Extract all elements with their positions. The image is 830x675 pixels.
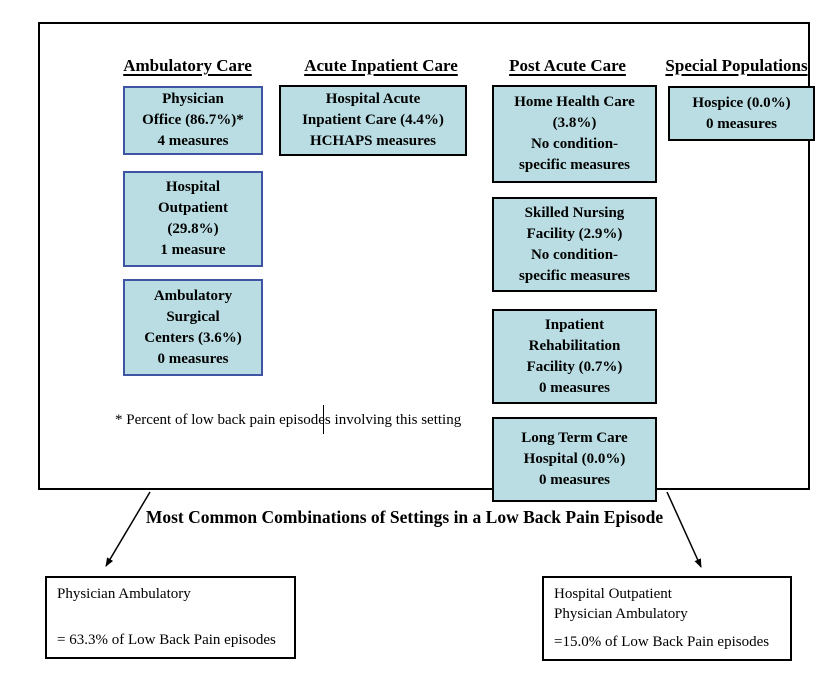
setting-box-inpatient-rehabilitation-facility: Inpatient Rehabilitation Facility (0.7%)… xyxy=(492,309,657,404)
combination-right-stat: =15.0% of Low Back Pain episodes xyxy=(554,634,770,650)
arrow-to-right-combination xyxy=(666,491,702,568)
combination-box-right: Hospital Outpatient Physician Ambulatory… xyxy=(542,576,792,661)
setting-box-long-term-care-hospital: Long Term Care Hospital (0.0%) 0 measure… xyxy=(492,417,657,502)
combination-left-settings: Physician Ambulatory xyxy=(57,586,191,602)
text-cursor-artifact xyxy=(323,405,324,434)
footnote: * Percent of low back pain episodes invo… xyxy=(115,412,462,428)
column-header-post-acute-care: Post Acute Care xyxy=(509,56,626,75)
setting-box-hospital-outpatient-text: Hospital Outpatient (29.8%) 1 measure xyxy=(157,179,228,258)
setting-box-skilled-nursing-facility-text: Skilled Nursing Facility (2.9%) No condi… xyxy=(519,204,630,284)
combination-box-left: Physician Ambulatory = 63.3% of Low Back… xyxy=(45,576,296,659)
setting-box-hospice: Hospice (0.0%) 0 measures xyxy=(668,86,815,141)
setting-box-skilled-nursing-facility: Skilled Nursing Facility (2.9%) No condi… xyxy=(492,197,657,292)
setting-box-physician-office-text: Physician Office (86.7%)* 4 measures xyxy=(142,91,244,149)
setting-box-home-health-care: Home Health Care (3.8%) No condition- sp… xyxy=(492,85,657,183)
setting-box-long-term-care-hospital-text: Long Term Care Hospital (0.0%) 0 measure… xyxy=(521,430,628,488)
arrow-to-left-combination xyxy=(105,491,151,567)
setting-box-ambulatory-surgical-centers-text: Ambulatory Surgical Centers (3.6%) 0 mea… xyxy=(144,287,242,367)
setting-box-physician-office: Physician Office (86.7%)* 4 measures xyxy=(123,86,263,155)
setting-box-hospital-acute-inpatient: Hospital Acute Inpatient Care (4.4%) HCH… xyxy=(279,85,467,156)
combination-left-stat: = 63.3% of Low Back Pain episodes xyxy=(57,632,276,648)
column-header-acute-inpatient-care: Acute Inpatient Care xyxy=(304,56,458,75)
setting-box-ambulatory-surgical-centers: Ambulatory Surgical Centers (3.6%) 0 mea… xyxy=(123,279,263,376)
combinations-title: Most Common Combinations of Settings in … xyxy=(145,507,664,527)
setting-box-inpatient-rehabilitation-facility-text: Inpatient Rehabilitation Facility (0.7%)… xyxy=(526,316,623,396)
setting-box-hospital-acute-inpatient-text: Hospital Acute Inpatient Care (4.4%) HCH… xyxy=(302,91,444,149)
setting-box-hospital-outpatient: Hospital Outpatient (29.8%) 1 measure xyxy=(123,171,263,267)
column-header-ambulatory-care: Ambulatory Care xyxy=(123,56,252,75)
setting-box-hospice-text: Hospice (0.0%) 0 measures xyxy=(692,94,791,132)
column-header-special-populations: Special Populations xyxy=(665,56,808,75)
setting-box-home-health-care-text: Home Health Care (3.8%) No condition- sp… xyxy=(514,94,635,173)
combination-right-settings: Hospital Outpatient Physician Ambulatory xyxy=(554,586,688,622)
care-settings-panel: Ambulatory Care Acute Inpatient Care Pos… xyxy=(38,22,815,502)
